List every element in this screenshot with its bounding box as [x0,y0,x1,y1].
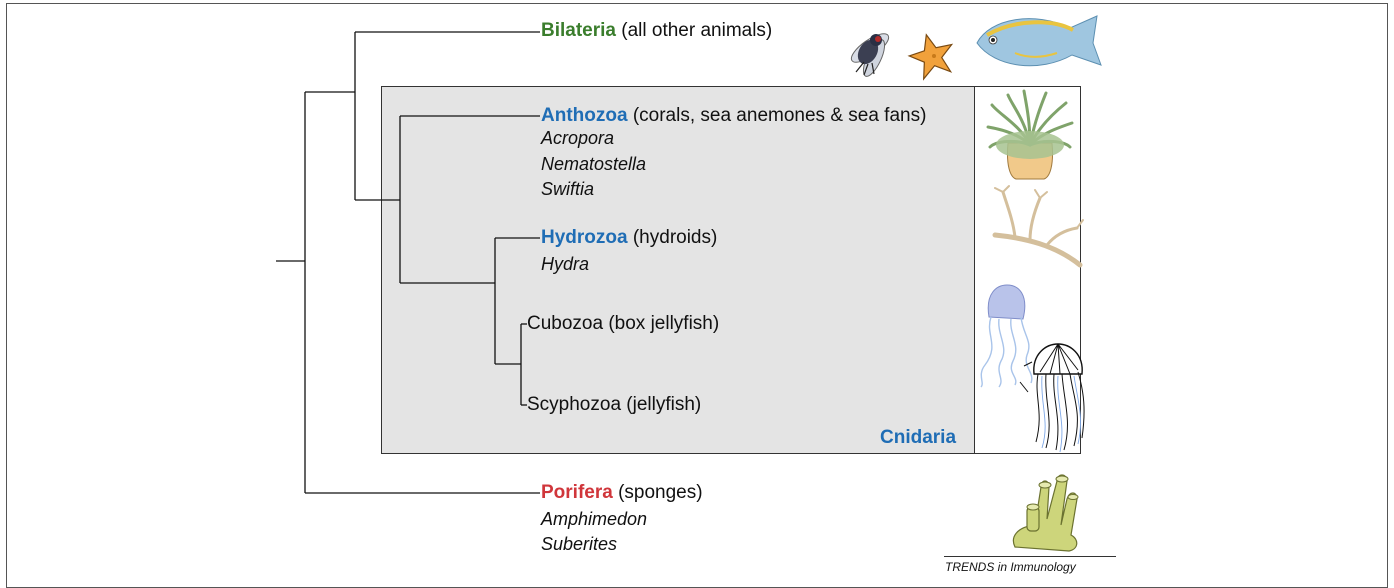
fly-icon [847,29,892,79]
anthozoa-name: Anthozoa [541,105,628,126]
porifera-name: Porifera [541,482,613,503]
sponge-icon [1013,475,1078,551]
anthozoa-desc: (corals, sea anemones & sea fans) [628,105,927,126]
hydrozoa-name: Hydrozoa [541,227,628,248]
jellyfish-icon [1020,344,1084,452]
bilateria-label: Bilateria (all other animals) [541,20,772,42]
bilateria-desc: (all other animals) [616,20,772,41]
genus-hydra: Hydra [541,253,589,275]
bilateria-name: Bilateria [541,20,616,41]
porifera-desc: (sponges) [613,482,703,503]
genus-nematostella: Nematostella [541,153,646,175]
box-jellyfish-icon [981,285,1032,387]
genus-amphimedon: Amphimedon [541,508,647,530]
sea-anemone-icon [988,91,1072,179]
source-credit: TRENDS in Immunology [945,560,1076,574]
source-rule [944,556,1116,557]
scyphozoa-label: Scyphozoa (jellyfish) [527,394,701,416]
genus-swiftia: Swiftia [541,178,594,200]
porifera-label: Porifera (sponges) [541,482,703,504]
hydroid-icon [995,186,1083,265]
starfish-icon [905,29,958,81]
genus-suberites: Suberites [541,533,617,555]
genus-acropora: Acropora [541,127,614,149]
hydrozoa-desc: (hydroids) [628,227,718,248]
hydrozoa-label: Hydrozoa (hydroids) [541,227,717,249]
anthozoa-label: Anthozoa (corals, sea anemones & sea fan… [541,105,926,127]
cubozoa-label: Cubozoa (box jellyfish) [527,313,719,335]
cnidaria-group-label: Cnidaria [880,427,956,449]
fish-icon [977,16,1101,66]
